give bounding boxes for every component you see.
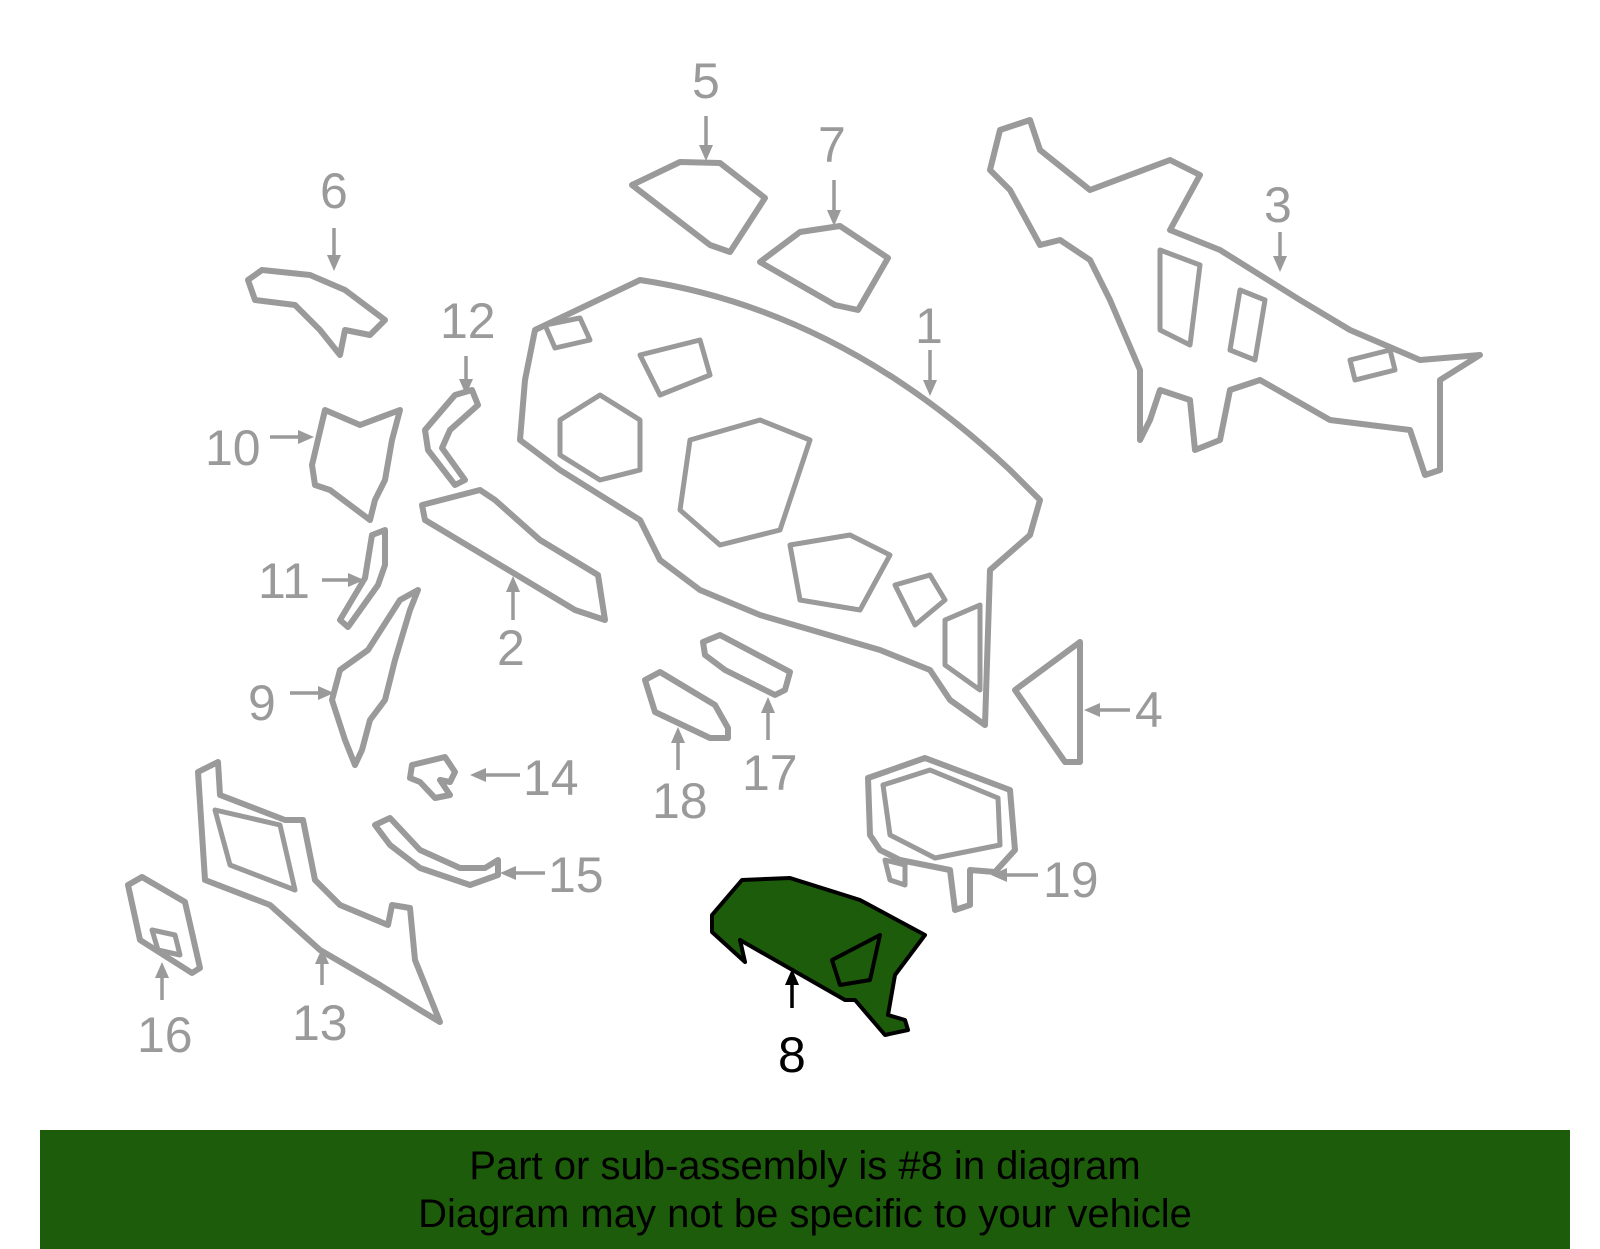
part-15-trim-strip[interactable]	[372, 815, 501, 888]
part-17-bracket[interactable]	[700, 632, 793, 698]
callout-11: 11	[258, 553, 310, 609]
part-12-curved-strip[interactable]	[422, 387, 481, 488]
info-banner: Part or sub-assembly is #8 in diagram Di…	[40, 1130, 1570, 1249]
part-7-speaker-cover[interactable]	[757, 223, 891, 313]
part-11-strip[interactable]	[337, 527, 388, 630]
part-18-bracket[interactable]	[642, 669, 731, 741]
callout-13: 13	[292, 995, 348, 1051]
part-4-side-cover[interactable]	[1012, 639, 1083, 765]
callout-17: 17	[742, 745, 798, 801]
callout-16: 16	[137, 1007, 193, 1063]
part-13-lower-cover[interactable]	[195, 759, 443, 1025]
part-1-instrument-panel[interactable]	[517, 277, 1043, 728]
callout-10: 10	[205, 420, 261, 476]
part-9-side-trim[interactable]	[329, 587, 421, 768]
callout-3: 3	[1264, 177, 1292, 233]
callout-2: 2	[497, 620, 525, 676]
part-10-side-bracket[interactable]	[309, 407, 403, 523]
part-16-panel[interactable]	[125, 874, 203, 976]
callout-7: 7	[818, 117, 846, 173]
callout-5: 5	[692, 53, 720, 109]
callout-1: 1	[915, 298, 943, 354]
part-8-glove-box-highlighted[interactable]	[710, 876, 927, 1037]
part-19-airbag-module[interactable]	[865, 755, 1018, 913]
callout-15: 15	[548, 847, 604, 903]
callout-9: 9	[248, 675, 276, 731]
callout-labels: 1 2 3 4 5 6 7 8 9 10 11 12 13 14 15 16 1…	[137, 53, 1292, 1083]
callout-12: 12	[440, 293, 496, 349]
callout-8: 8	[778, 1027, 806, 1083]
banner-line-2: Diagram may not be specific to your vehi…	[418, 1192, 1192, 1236]
banner-line-1: Part or sub-assembly is #8 in diagram	[469, 1144, 1141, 1188]
callout-4: 4	[1135, 682, 1163, 738]
callout-arrows	[155, 116, 1287, 1008]
part-8-body	[710, 876, 927, 1037]
part-14-clip[interactable]	[407, 754, 458, 801]
part-3-dash-crossmember[interactable]	[987, 117, 1483, 478]
part-2-lower-panel-bracket[interactable]	[419, 487, 608, 623]
callout-14: 14	[523, 750, 579, 806]
part-6-duct[interactable]	[245, 267, 388, 358]
callout-19: 19	[1043, 852, 1099, 908]
callout-6: 6	[320, 163, 348, 219]
callout-18: 18	[652, 773, 708, 829]
part-5-speaker-cover[interactable]	[629, 159, 768, 255]
